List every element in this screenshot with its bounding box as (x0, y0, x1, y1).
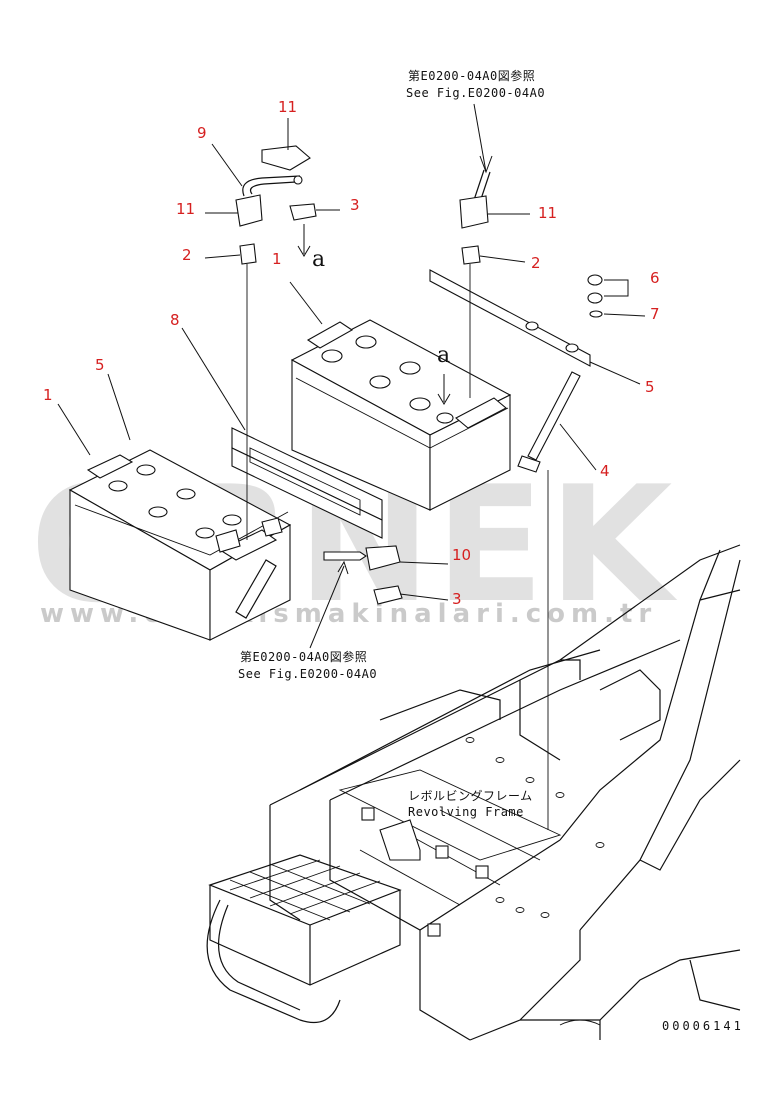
bar-5 (429, 269, 591, 367)
cables (215, 145, 603, 619)
callout-5-left: 5 (95, 356, 105, 374)
ref-bottom-en: See Fig.E0200-04A0 (238, 667, 377, 681)
callout-3-bottom: 3 (452, 590, 462, 608)
callout-7: 7 (650, 305, 660, 323)
callout-6: 6 (650, 269, 660, 287)
view-letter-a-top: a (312, 247, 325, 272)
rod-4 (517, 371, 581, 830)
callout-11-left: 11 (176, 200, 195, 218)
callout-3-top: 3 (350, 196, 360, 214)
callout-10: 10 (452, 546, 471, 564)
callouts: 1 1 2 2 3 3 4 5 5 6 7 8 9 10 11 11 11 (43, 98, 660, 608)
battery-center (290, 319, 512, 511)
callout-2-left: 2 (182, 246, 192, 264)
callout-11-top: 11 (278, 98, 297, 116)
reference-notes: 第E0200-04A0図参照 See Fig.E0200-04A0 第E0200… (238, 68, 744, 1033)
view-letters: a a (312, 247, 450, 368)
bracket-8 (231, 427, 383, 539)
ref-top-en: See Fig.E0200-04A0 (406, 86, 545, 100)
revolving-frame (269, 544, 741, 1041)
callout-8: 8 (170, 311, 180, 329)
callout-2-right: 2 (531, 254, 541, 272)
ref-top-ja: 第E0200-04A0図参照 (408, 68, 535, 83)
drawing-number: 00006141 (662, 1019, 744, 1033)
callout-1-center: 1 (272, 250, 282, 268)
callout-4: 4 (600, 462, 610, 480)
frame-label-en: Revolving Frame (408, 805, 524, 819)
ref-bottom-ja: 第E0200-04A0図参照 (240, 649, 367, 664)
battery-left (68, 449, 292, 641)
tool-tray (206, 854, 402, 1024)
callout-1-left: 1 (43, 386, 53, 404)
frame-label-ja: レボルビングフレーム (408, 789, 533, 803)
callout-9: 9 (197, 124, 207, 142)
leader-lines (57, 103, 646, 649)
view-letter-a-center: a (437, 343, 450, 368)
callout-5-right: 5 (645, 378, 655, 396)
callout-11-right: 11 (538, 204, 557, 222)
